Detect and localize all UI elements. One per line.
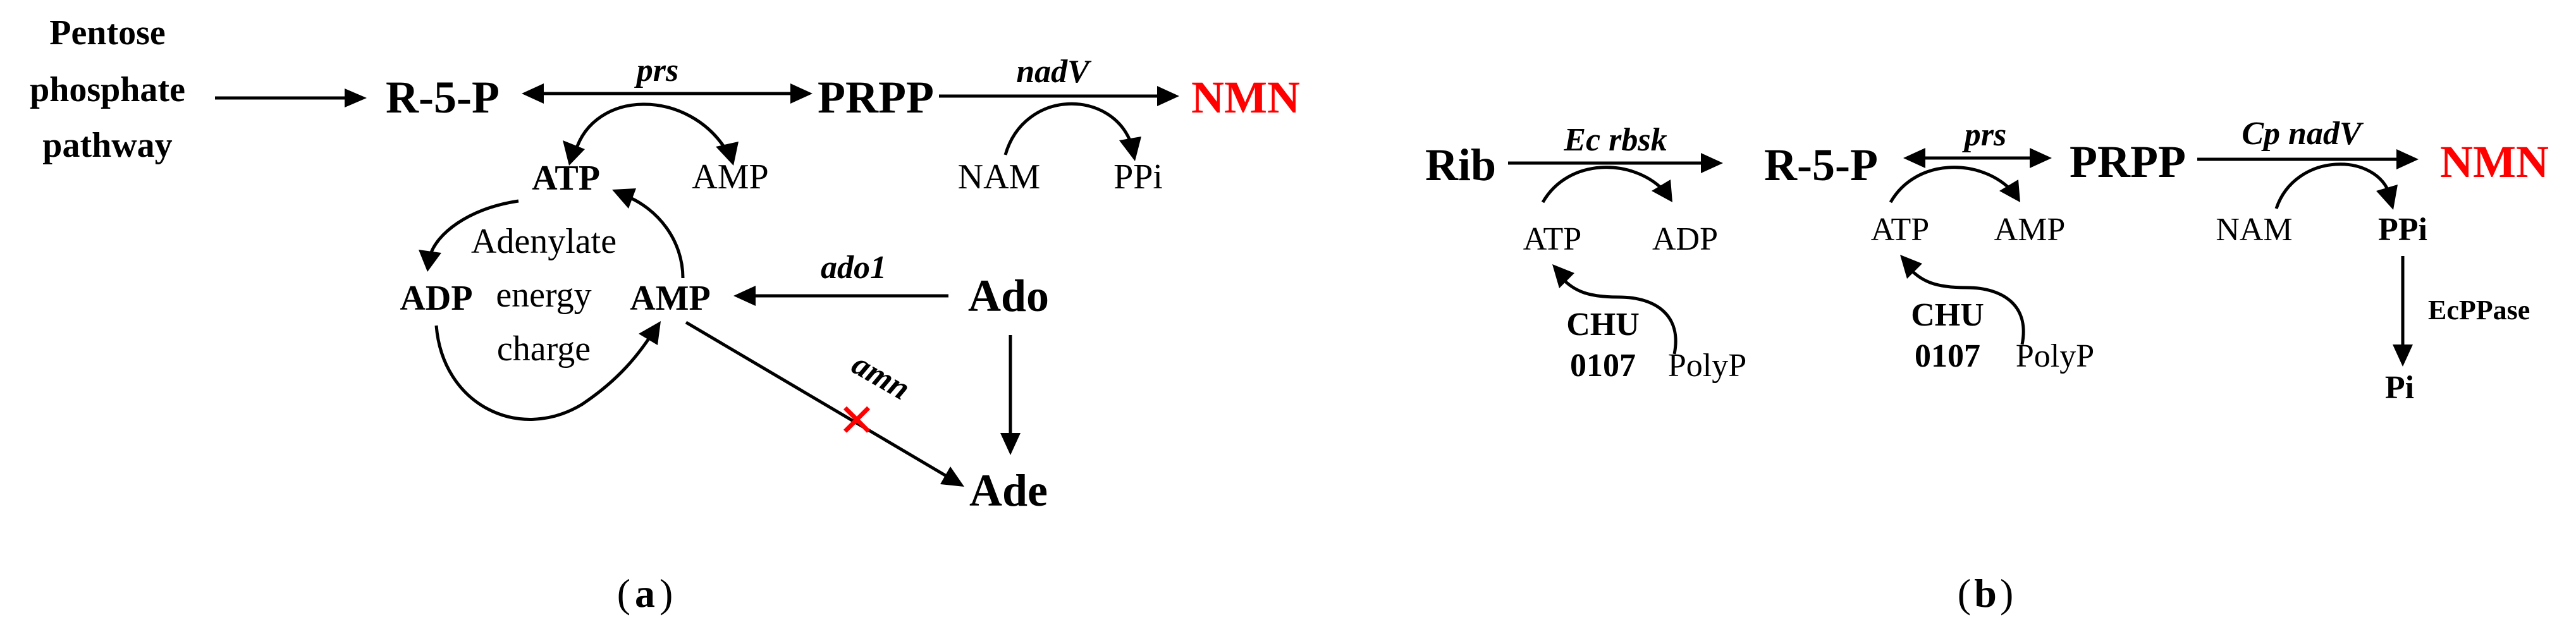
rib-label: Rib	[1425, 140, 1496, 190]
arrowhead	[563, 140, 585, 166]
prpp-b-label: PRPP	[2070, 137, 2186, 187]
arc-adp-amp	[434, 325, 653, 421]
chu2-line1: CHU	[1911, 297, 1984, 333]
arrowhead	[1701, 153, 1723, 173]
panel-b-open-paren: (	[1958, 571, 1971, 616]
adp1-label: ADP	[1652, 221, 1718, 257]
enzyme-nadv: nadV	[1016, 54, 1092, 90]
source-label-line2: phosphate	[30, 70, 185, 109]
chu2-line2: 0107	[1915, 338, 1980, 374]
r5p-label: R-5-P	[386, 72, 500, 123]
arrowhead	[2393, 344, 2413, 367]
arrowhead	[639, 321, 661, 345]
ppi-label: PPi	[1113, 157, 1163, 197]
panel-a-letter: a	[635, 571, 655, 616]
arc-nam-ppi	[1003, 102, 1134, 155]
arrowhead	[2376, 185, 2398, 210]
panel-b-letter: b	[1974, 571, 1997, 616]
arrowhead	[345, 88, 367, 107]
adp-label: ADP	[400, 279, 472, 318]
enzyme-prs: prs	[634, 52, 678, 88]
arrowhead	[419, 250, 441, 272]
enzyme-ec-rbsk: Ec rbsk	[1563, 122, 1667, 158]
arrowhead	[1000, 433, 1021, 455]
arrowhead	[1900, 255, 1922, 279]
arc-amp-atp	[625, 194, 685, 279]
atp-label: ATP	[532, 159, 600, 198]
panel-a-open-paren: (	[617, 571, 630, 616]
ado-label: Ado	[968, 271, 1049, 321]
r5p-b-label: R-5-P	[1764, 140, 1878, 190]
nam-b-label: NAM	[2216, 212, 2292, 248]
arc-atp-amp	[573, 102, 729, 153]
arrowhead	[1157, 86, 1179, 106]
nmn-b-label: NMN	[2440, 137, 2549, 187]
enzyme-ecppase: EcPPase	[2428, 295, 2530, 326]
polyp1-label: PolyP	[1668, 348, 1746, 384]
arc-polyp-atp1	[1561, 277, 1677, 355]
arrowhead	[716, 142, 739, 166]
arc-atp-adp	[428, 199, 519, 257]
arc-polyp-atp2	[1908, 267, 2025, 345]
polyp2-label: PolyP	[2016, 338, 2094, 374]
amp2-label: AMP	[1994, 212, 2066, 248]
prpp-label: PRPP	[818, 72, 934, 123]
atp1-label: ATP	[1523, 221, 1581, 257]
arrowhead	[940, 466, 964, 487]
arrowhead-left	[1903, 148, 1925, 168]
panel-b: Rib Ec rbsk ATP ADP CHU 0107 PolyP R-5-P…	[1425, 116, 2549, 616]
chu1-line2: 0107	[1570, 348, 1636, 384]
arrowhead-right	[790, 83, 813, 104]
arrowhead	[2396, 149, 2419, 169]
ppi-b-label: PPi	[2378, 212, 2427, 248]
panel-a: Pentose phosphate pathway R-5-P prs ATP …	[30, 13, 1300, 616]
chu1-line1: CHU	[1566, 307, 1640, 343]
amp-top-label: AMP	[692, 157, 768, 197]
arrowhead	[1552, 264, 1574, 288]
panel-a-close-paren: )	[659, 571, 673, 616]
arrowhead	[733, 286, 756, 306]
nmn-label: NMN	[1191, 72, 1300, 123]
arrowhead	[1652, 180, 1672, 202]
enzyme-cp-nadv: Cp nadV	[2242, 116, 2364, 152]
enzyme-prs-b: prs	[1962, 117, 2006, 153]
arrowhead-left	[522, 83, 544, 104]
atp2-label: ATP	[1871, 212, 1929, 248]
arrow-amp-ade	[685, 320, 950, 479]
ade-label: Ade	[969, 465, 1048, 516]
arrowhead	[612, 188, 636, 209]
arrowhead	[1999, 180, 2020, 202]
center-label-line3: charge	[497, 329, 591, 369]
enzyme-ado1: ado1	[821, 250, 886, 286]
arc-atp-adp	[1541, 166, 1664, 204]
source-label-line3: pathway	[42, 126, 172, 165]
panel-b-close-paren: )	[2000, 571, 2013, 616]
arc-atp-amp-b	[1889, 166, 2012, 204]
arrowhead	[1119, 137, 1141, 161]
nam-label: NAM	[958, 157, 1041, 197]
source-label-line1: Pentose	[49, 13, 166, 52]
amp-mid-label: AMP	[630, 279, 711, 318]
center-label-line2: energy	[496, 276, 591, 315]
knockout-mark: ✕	[838, 394, 876, 447]
pi-label: Pi	[2385, 370, 2414, 406]
arc-nam-ppi-b	[2274, 162, 2392, 209]
arrowhead-right	[2030, 148, 2052, 168]
center-label-line1: Adenylate	[471, 222, 616, 261]
